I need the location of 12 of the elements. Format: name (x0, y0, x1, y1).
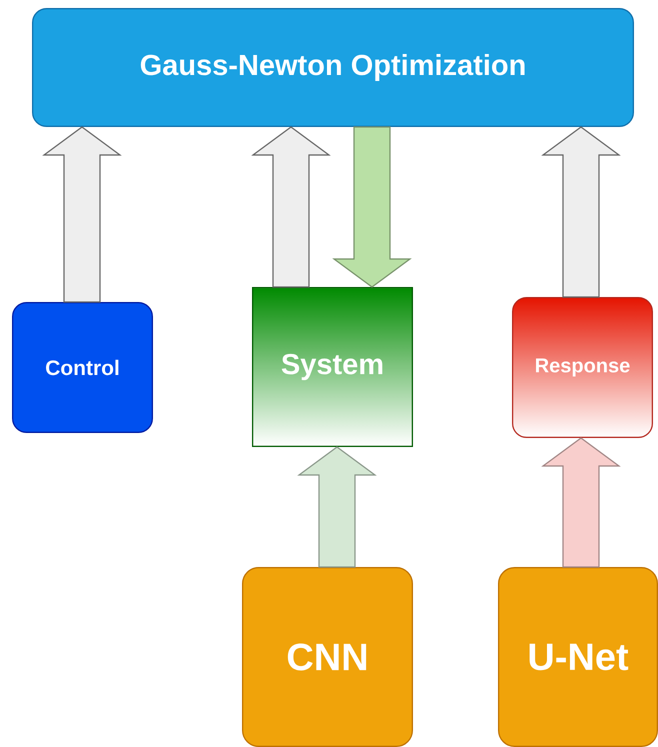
process-box: Control (12, 302, 153, 433)
process-box: U-Net (498, 567, 658, 747)
block-arrow (42, 126, 122, 303)
block-arrow (541, 437, 621, 568)
block-arrow (297, 446, 377, 568)
process-box: CNN (242, 567, 413, 747)
block-arrow (251, 126, 331, 288)
process-box: System (252, 287, 413, 447)
block-arrow (541, 126, 621, 298)
process-box: Response (512, 297, 653, 438)
process-box: Gauss-Newton Optimization (32, 8, 634, 127)
block-arrow (332, 126, 412, 288)
